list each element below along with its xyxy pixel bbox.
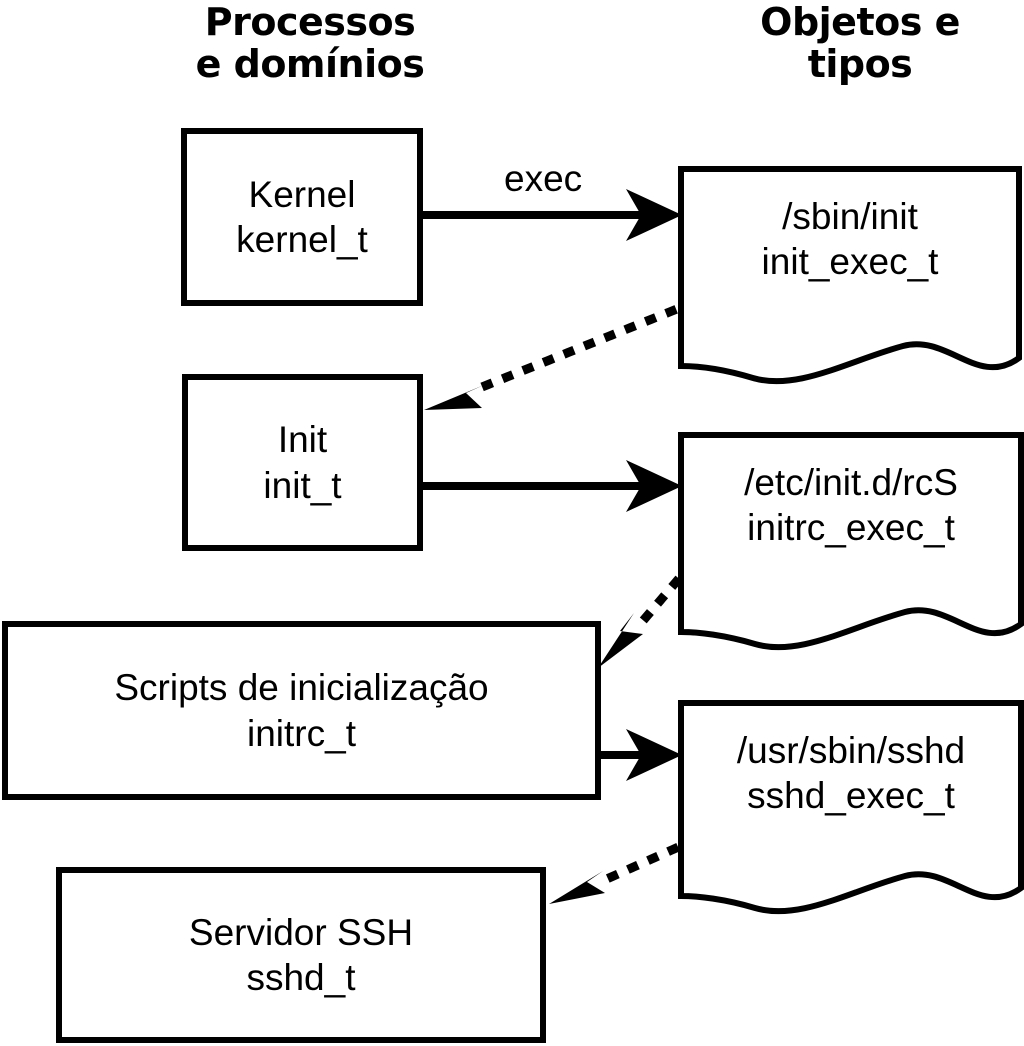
object-sshd-exec-path: /usr/sbin/sshd bbox=[736, 730, 966, 771]
object-doc-init-exec[interactable]: /sbin/init init_exec_t bbox=[678, 166, 1022, 385]
object-initrc-exec-path: /etc/init.d/rcS bbox=[744, 462, 958, 503]
process-box-init[interactable]: Init init_t bbox=[182, 374, 423, 551]
process-box-initrc[interactable]: Scripts de inicialização initrc_t bbox=[2, 621, 601, 800]
process-initrc-name: Scripts de inicialização bbox=[114, 667, 489, 709]
process-kernel-type: kernel_t bbox=[236, 219, 368, 260]
object-doc-sshd-exec[interactable]: /usr/sbin/sshd sshd_exec_t bbox=[678, 700, 1024, 915]
column-header-objects: Objetos e tipos bbox=[760, 0, 960, 86]
object-init-exec-type: init_exec_t bbox=[761, 241, 939, 283]
column-header-processes: Processos e domínios bbox=[195, 0, 425, 86]
object-sshd-exec-type: sshd_exec_t bbox=[747, 775, 955, 817]
process-sshd-type: sshd_t bbox=[246, 957, 356, 998]
object-initrc-exec-type: initrc_exec_t bbox=[747, 507, 955, 549]
edge-initrc-exec-transition-initrc bbox=[598, 575, 683, 668]
document-shape-icon bbox=[678, 432, 1024, 651]
process-initrc-type: initrc_t bbox=[247, 712, 356, 754]
process-kernel-name: Kernel bbox=[248, 173, 356, 215]
process-init-name: Init bbox=[277, 419, 328, 461]
process-box-kernel[interactable]: Kernel kernel_t bbox=[181, 128, 423, 306]
edge-label-exec: exec bbox=[504, 158, 583, 199]
document-shape-icon bbox=[678, 700, 1024, 915]
process-box-sshd[interactable]: Servidor SSH sshd_t bbox=[56, 867, 546, 1043]
edge-init-exec-transition-init bbox=[424, 305, 678, 410]
edge-init-exec-initrc-exec bbox=[423, 460, 682, 512]
process-init-type: init_t bbox=[263, 464, 342, 506]
edge-sshd-exec-transition-sshd bbox=[549, 843, 680, 904]
edge-initrc-exec-sshd-exec bbox=[601, 729, 682, 781]
object-doc-initrc-exec[interactable]: /etc/init.d/rcS initrc_exec_t bbox=[678, 432, 1024, 651]
document-shape-icon bbox=[678, 166, 1022, 385]
object-init-exec-path: /sbin/init bbox=[782, 196, 918, 237]
process-sshd-name: Servidor SSH bbox=[188, 911, 414, 953]
